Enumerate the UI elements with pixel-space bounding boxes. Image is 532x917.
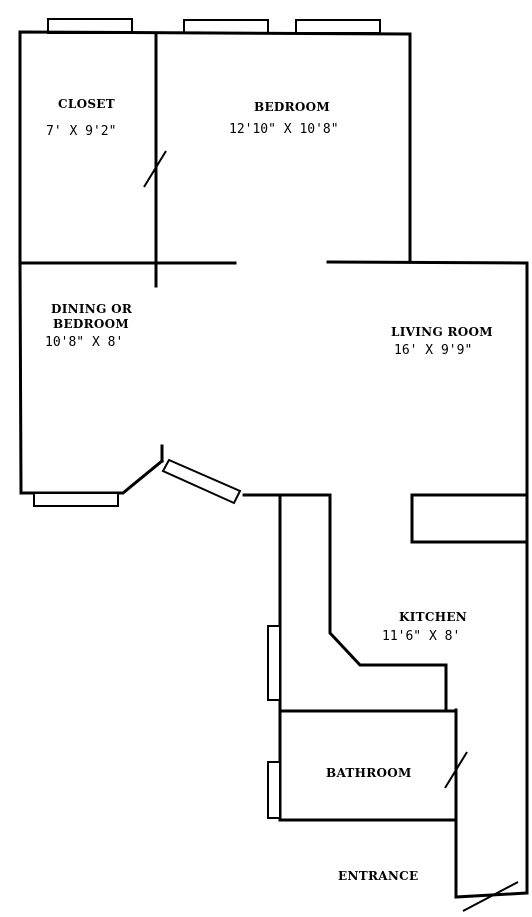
label-entrance: ENTRANCE xyxy=(338,869,418,883)
label-bathroom: BATHROOM xyxy=(326,766,412,780)
dim-living: 16' X 9'9" xyxy=(394,343,472,358)
label-dining-2: BEDROOM xyxy=(53,317,129,331)
window-top-bedroom-right xyxy=(295,19,381,34)
outer-wall-east xyxy=(326,260,529,895)
wall-kitchen-counter xyxy=(315,493,448,712)
door-entrance xyxy=(462,881,519,912)
dim-closet: 7' X 9'2" xyxy=(46,124,116,139)
label-bedroom: BEDROOM xyxy=(254,100,330,114)
window-top-bedroom-left xyxy=(183,19,269,34)
window-bathroom-west xyxy=(267,761,281,819)
wall-living-return xyxy=(410,493,529,544)
label-living: LIVING ROOM xyxy=(391,325,493,339)
window-kitchen-west xyxy=(267,625,281,701)
dim-dining: 10'8" X 8' xyxy=(45,335,123,350)
label-closet: CLOSET xyxy=(58,97,115,111)
wall-bathroom xyxy=(278,709,458,822)
window-dining-bay xyxy=(161,458,242,505)
label-kitchen: KITCHEN xyxy=(399,610,467,624)
outer-wall-south xyxy=(454,708,529,899)
dim-kitchen: 11'6" X 8' xyxy=(382,629,460,644)
outer-wall-top xyxy=(18,30,412,264)
door-closet xyxy=(143,150,167,188)
dim-bedroom: 12'10" X 10'8" xyxy=(229,122,339,137)
label-dining-1: DINING OR xyxy=(51,302,133,316)
window-dining-south xyxy=(33,492,119,507)
door-bathroom xyxy=(444,751,468,789)
outer-wall-west xyxy=(18,260,165,495)
